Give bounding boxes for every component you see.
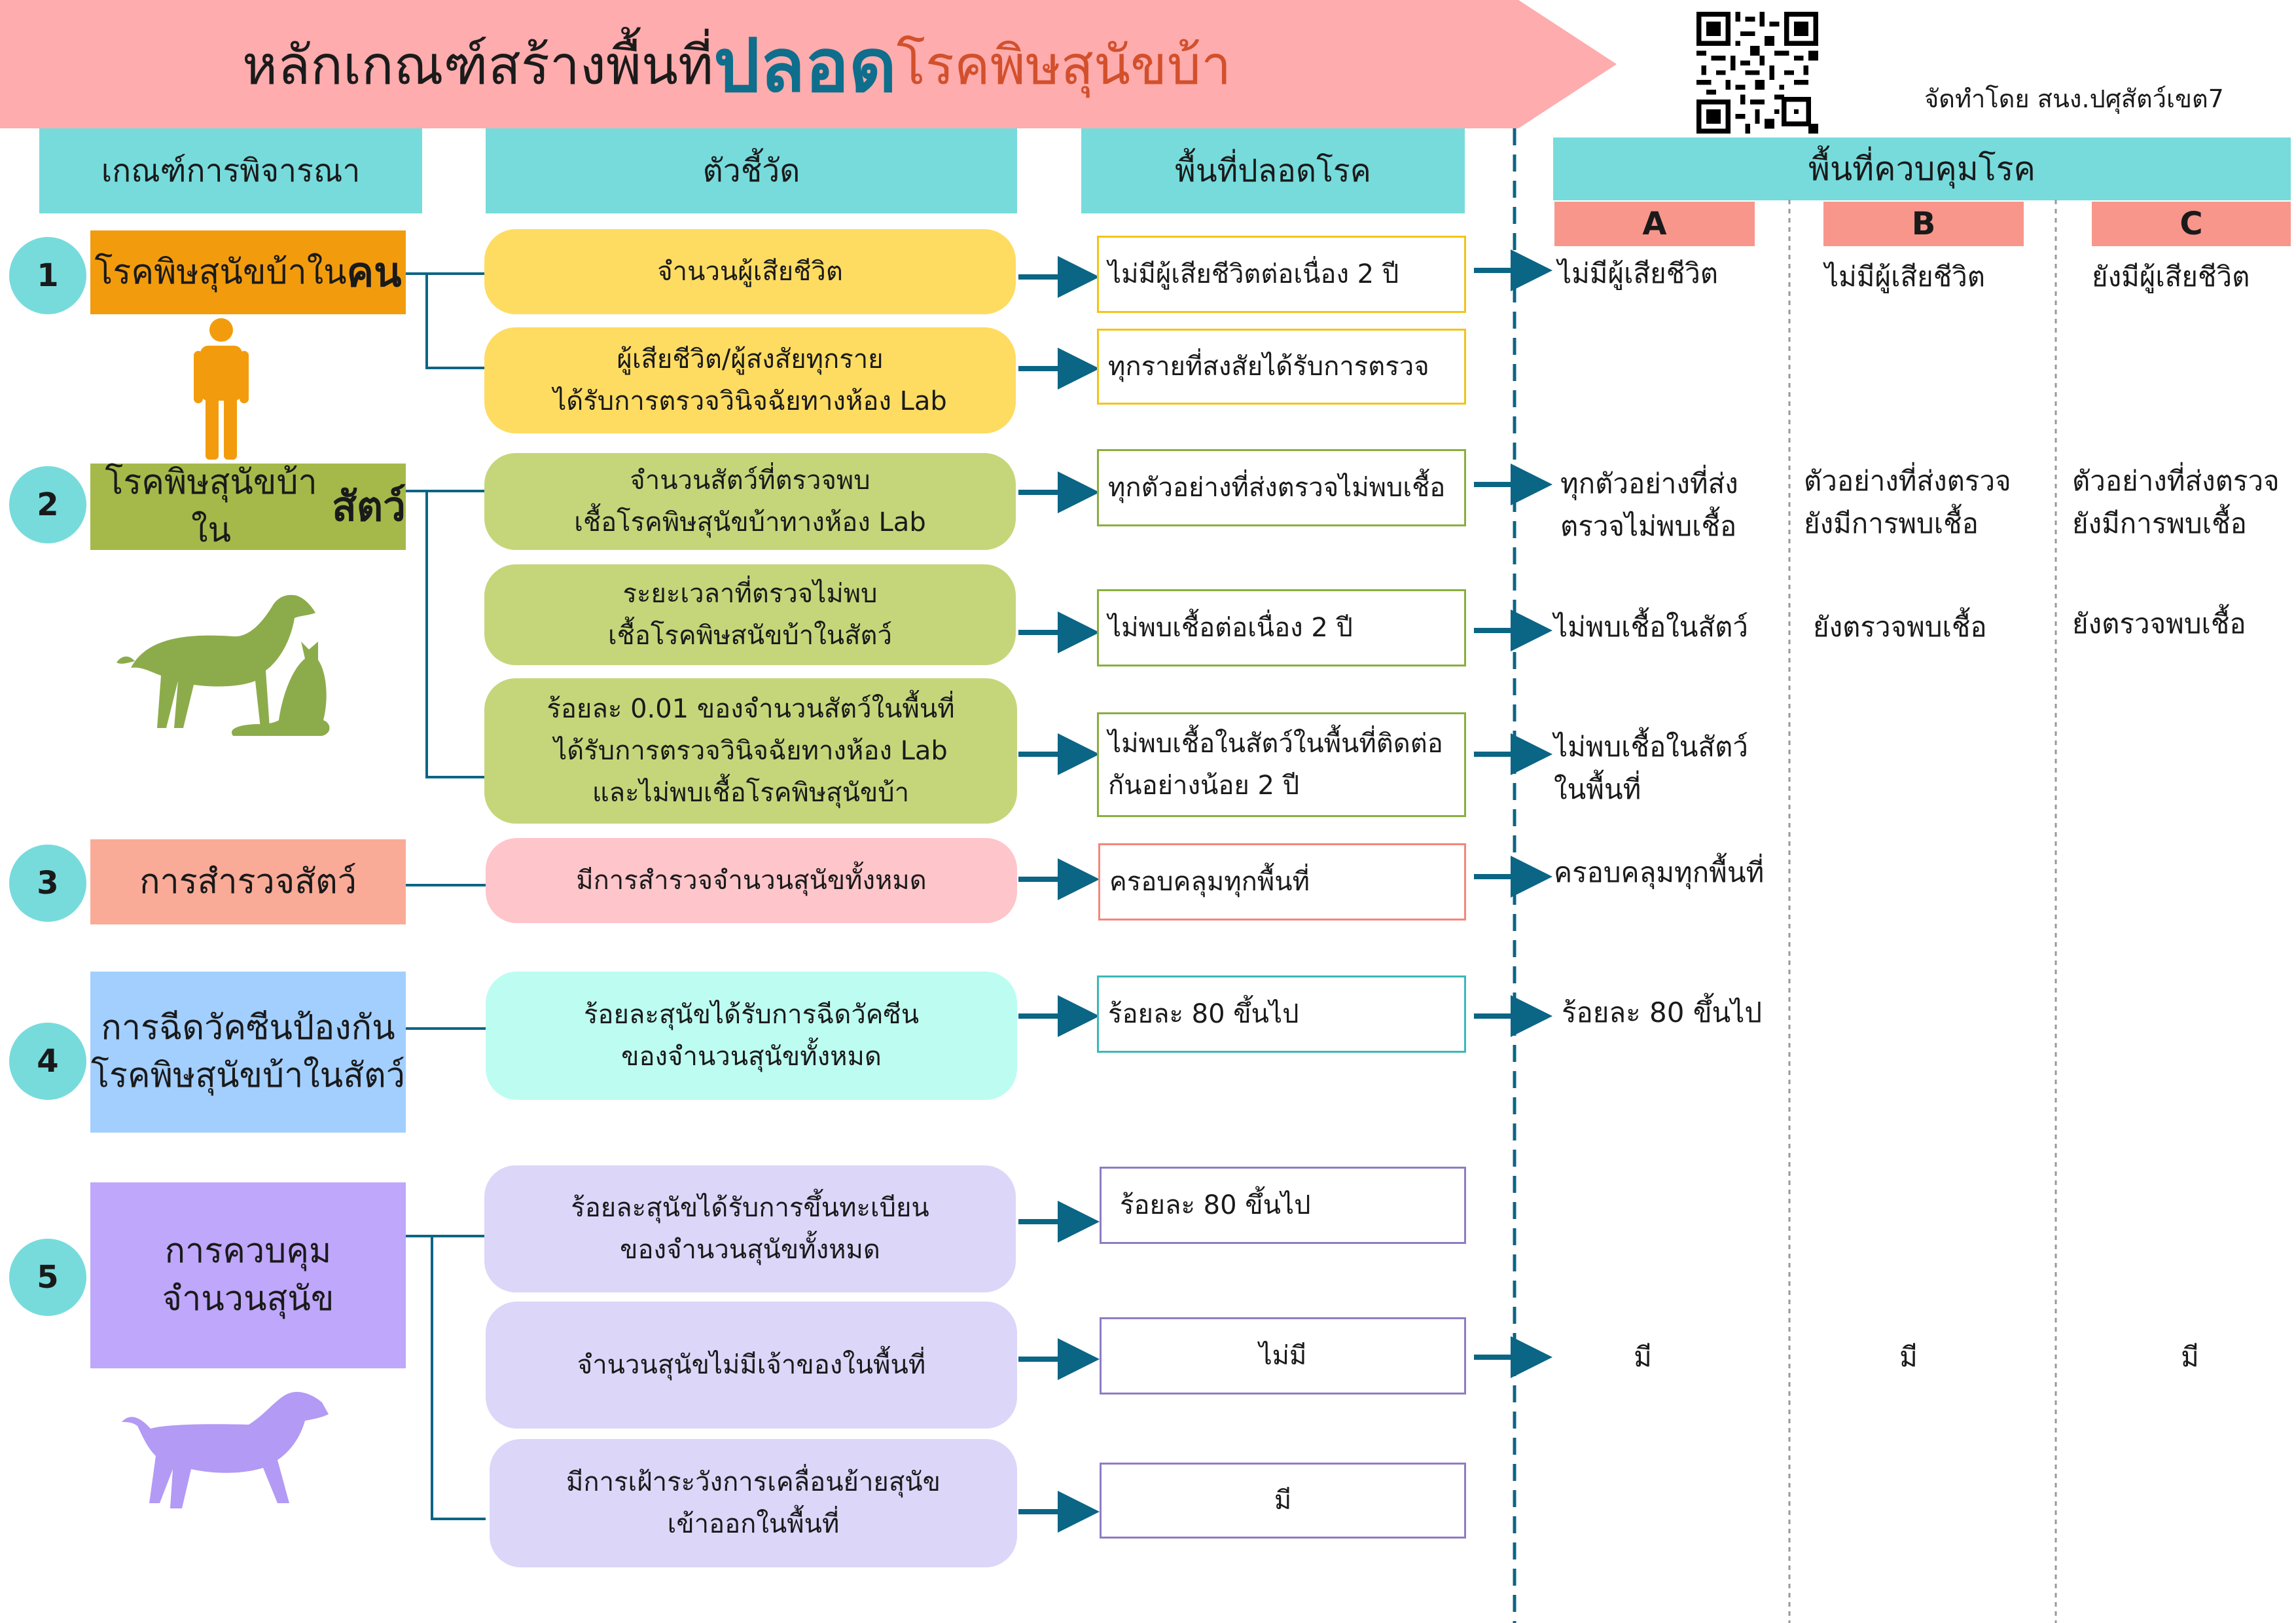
free-zone-dog-survey: ครอบคลุมทุกพื้นที่	[1098, 843, 1466, 921]
indicator-human-lab-testing: ผู้เสียชีวิต/ผู้สงสัยทุกราย ได้รับการตรว…	[484, 327, 1016, 433]
indicator-dog-survey: มีการสำรวจจำนวนสุนัขทั้งหมด	[486, 838, 1017, 923]
zone-c-animal-positive-lab: ตัวอย่างที่ส่งตรวจ ยังมีการพบเชื้อ	[2072, 465, 2280, 540]
criterion-number-1: 1	[9, 237, 86, 314]
criterion-human-label: โรคพิษสุนัขบ้าใน	[94, 252, 347, 292]
criterion-human: โรคพิษสุนัขบ้าในคน	[90, 230, 406, 314]
qr-code	[1696, 12, 1818, 134]
free-zone-column-header: พื้นที่ปลอดโรค	[1081, 128, 1465, 213]
criteria-column-header: เกณฑ์การพิจารณา	[39, 128, 422, 213]
zone-c-label: C	[2092, 202, 2291, 246]
page-title: หลักเกณฑ์สร้างพื้นที่ปลอดโรคพิษสุนัขบ้า	[242, 7, 1231, 124]
free-zone-animal-sample-rate: ไม่พบเชื้อในสัตว์ในพื้นที่ติดต่อ กันอย่า…	[1097, 712, 1466, 817]
indicator-animal-positive-lab: จำนวนสัตว์ที่ตรวจพบ เชื้อโรคพิษสุนัขบ้าท…	[484, 453, 1016, 550]
criterion-dog-population-control: การควบคุม จำนวนสุนัข	[90, 1182, 406, 1368]
person-icon	[194, 318, 249, 460]
title-banner	[0, 0, 1617, 128]
indicator-period-no-infection: ระยะเวลาที่ตรวจไม่พบ เชื้อโรคพิษสนัขบ้าใ…	[484, 564, 1016, 665]
free-zone-movement-surveillance: มี	[1100, 1463, 1466, 1539]
indicator-movement-surveillance: มีการเฝ้าระวังการเคลื่อนย้ายสุนัข เข้าออ…	[490, 1439, 1017, 1567]
zone-c-period-no-infection: ยังตรวจพบเชื้อ	[2072, 608, 2246, 640]
title-part-3: โรคพิษสุนัขบ้า	[896, 35, 1232, 97]
zone-a-deaths: ไม่มีผู้เสียชีวิต	[1558, 257, 1719, 289]
criterion-vaccination: การฉีดวัคซีนป้องกัน โรคพิษสุนัขบ้าในสัตว…	[90, 972, 406, 1133]
indicator-animal-sample-rate: ร้อยละ 0.01 ของจำนวนสัตว์ในพื้นที่ ได้รั…	[484, 678, 1017, 824]
title-part-2: ปลอด	[713, 24, 897, 109]
zone-a-dog-survey: ครอบคลุมทุกพื้นที่	[1554, 856, 1765, 888]
criterion-number-4: 4	[9, 1023, 86, 1100]
free-zone-vaccination-rate: ร้อยละ 80 ขึ้นไป	[1097, 976, 1466, 1053]
criterion-human-bold: คน	[346, 247, 402, 296]
indicator-column-header: ตัวชี้วัด	[486, 128, 1017, 213]
criterion-animal: โรคพิษสุนัขบ้าใน สัตว์	[90, 463, 406, 550]
zone-a-animal-sample-rate: ไม่พบเชื้อในสัตว์ ในพื้นที่	[1554, 731, 1748, 806]
indicator-deaths: จำนวนผู้เสียชีวิต	[484, 229, 1016, 314]
criterion-number-2: 2	[9, 466, 86, 543]
criterion-animal-bold: สัตว์	[332, 482, 406, 530]
dog-icon	[122, 1391, 329, 1508]
indicator-vaccination-rate: ร้อยละสุนัขได้รับการฉีดวัคซีน ของจำนวนสุ…	[486, 972, 1017, 1100]
free-zone-deaths: ไม่มีผู้เสียชีวิตต่อเนื่อง 2 ปี	[1097, 236, 1466, 313]
zone-a-label: A	[1554, 202, 1755, 246]
indicator-registration-rate: ร้อยละสุนัขได้รับการขึ้นทะเบียน ของจำนวน…	[484, 1165, 1016, 1292]
criterion-number-3: 3	[9, 845, 86, 922]
dog-and-cat-icon	[117, 594, 330, 736]
zone-b-animal-positive-lab: ตัวอย่างที่ส่งตรวจ ยังมีการพบเชื้อ	[1804, 465, 2011, 540]
title-part-1: หลักเกณฑ์สร้างพื้นที่	[242, 35, 714, 97]
zone-c-stray-dogs: มี	[2181, 1341, 2199, 1373]
zone-a-stray-dogs: มี	[1634, 1341, 1652, 1373]
credit-text: จัดทำโดย สนง.ปศุสัตว์เขต7	[1924, 84, 2224, 113]
criterion-survey-label: การสำรวจสัตว์	[139, 862, 357, 902]
control-zone-column-header: พื้นที่ควบคุมโรค	[1553, 137, 2291, 200]
indicator-stray-dogs: จำนวนสุนัขไม่มีเจ้าของในพื้นที่	[486, 1302, 1017, 1429]
zone-b-stray-dogs: มี	[1899, 1341, 1918, 1373]
zone-c-deaths: ยังมีผู้เสียชีวิต	[2092, 261, 2250, 293]
criterion-number-5: 5	[9, 1239, 86, 1316]
zone-a-vaccination-rate: ร้อยละ 80 ขึ้นไป	[1562, 996, 1763, 1029]
free-zone-period-no-infection: ไม่พบเชื้อต่อเนื่อง 2 ปี	[1097, 589, 1466, 666]
free-zone-human-lab-testing: ทุกรายที่สงสัยได้รับการตรวจ	[1097, 329, 1466, 405]
zone-b-deaths: ไม่มีผู้เสียชีวิต	[1825, 261, 1986, 293]
zone-b-period-no-infection: ยังตรวจพบเชื้อ	[1813, 611, 1987, 643]
free-zone-animal-positive-lab: ทุกตัวอย่างที่ส่งตรวจไม่พบเชื้อ	[1097, 449, 1466, 526]
criterion-animal-survey: การสำรวจสัตว์	[90, 839, 406, 924]
criterion-animal-label: โรคพิษสุนัขบ้าใน	[105, 463, 317, 550]
free-zone-registration-rate: ร้อยละ 80 ขึ้นไป	[1100, 1167, 1466, 1244]
zone-a-animal-positive-lab: ทุกตัวอย่างที่ส่ง ตรวจไม่พบเชื้อ	[1560, 467, 1738, 543]
zone-b-label: B	[1823, 202, 2024, 246]
free-zone-stray-dogs: ไม่มี	[1100, 1317, 1466, 1395]
zone-a-period-no-infection: ไม่พบเชื้อในสัตว์	[1554, 611, 1748, 643]
